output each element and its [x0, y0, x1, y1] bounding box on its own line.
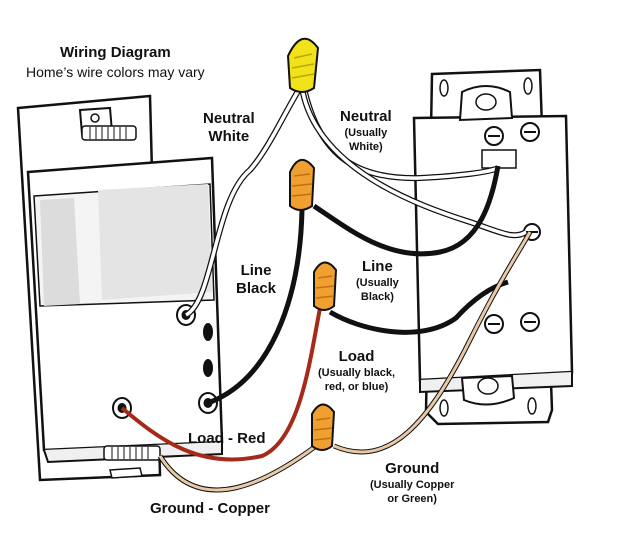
electrical-box: [412, 68, 574, 426]
switch-bottom-screw: [103, 445, 161, 461]
label-load-red: Load - Red: [188, 430, 266, 447]
wire-nut-orange-ground: [311, 403, 336, 451]
label-neutral-white: Neutral White: [203, 110, 255, 145]
wire-nut-yellow: [286, 37, 320, 93]
wire-nut-orange-load: [313, 261, 338, 311]
smart-switch: [16, 94, 224, 482]
label-ground-copper: Ground - Copper: [150, 500, 270, 517]
label-line-black: Line Black: [236, 262, 277, 297]
label-neutral-usually-white: Neutral (Usually White): [340, 108, 392, 153]
label-line-usually-black: Line (Usually Black): [356, 258, 399, 303]
ground-wires: [157, 230, 533, 493]
label-ground-usually: Ground (Usually Copper or Green): [370, 460, 455, 505]
diagram-title: Wiring Diagram: [60, 44, 171, 61]
neutral-wires: [184, 86, 528, 318]
load-wires: [120, 279, 509, 462]
label-load-usually: Load (Usually black, red, or blue): [318, 348, 396, 393]
diagram-subtitle: Home’s wire colors may vary: [26, 64, 205, 80]
line-wires: [207, 165, 501, 406]
switch-top-screw: [81, 125, 137, 141]
wire-nut-orange-line: [289, 159, 316, 211]
